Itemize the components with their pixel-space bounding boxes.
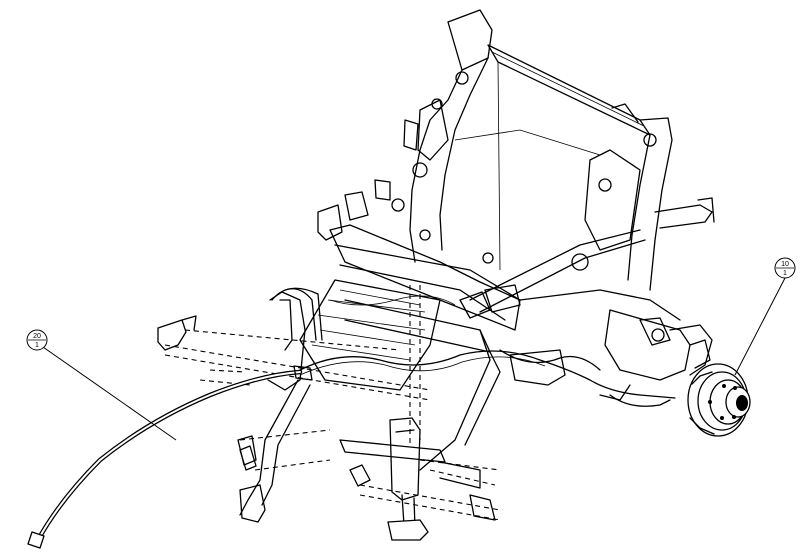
wheel-hub-part (687, 363, 751, 437)
callout-number: 20 (33, 333, 41, 340)
phantom-frame (157, 285, 501, 521)
callout-number: 10 (781, 261, 789, 268)
leader-line-cable (42, 346, 177, 441)
base-frame (237, 224, 713, 541)
callout-qty: 1 (35, 342, 39, 349)
wiring-harness (299, 295, 676, 407)
callout-cable[interactable]: 20 1 (26, 329, 48, 351)
cable-part (27, 365, 313, 549)
callout-qty: 1 (783, 270, 787, 277)
leader-line-hub (734, 277, 786, 376)
upright-frame (317, 9, 715, 321)
callout-hub[interactable]: 10 1 (774, 257, 796, 279)
